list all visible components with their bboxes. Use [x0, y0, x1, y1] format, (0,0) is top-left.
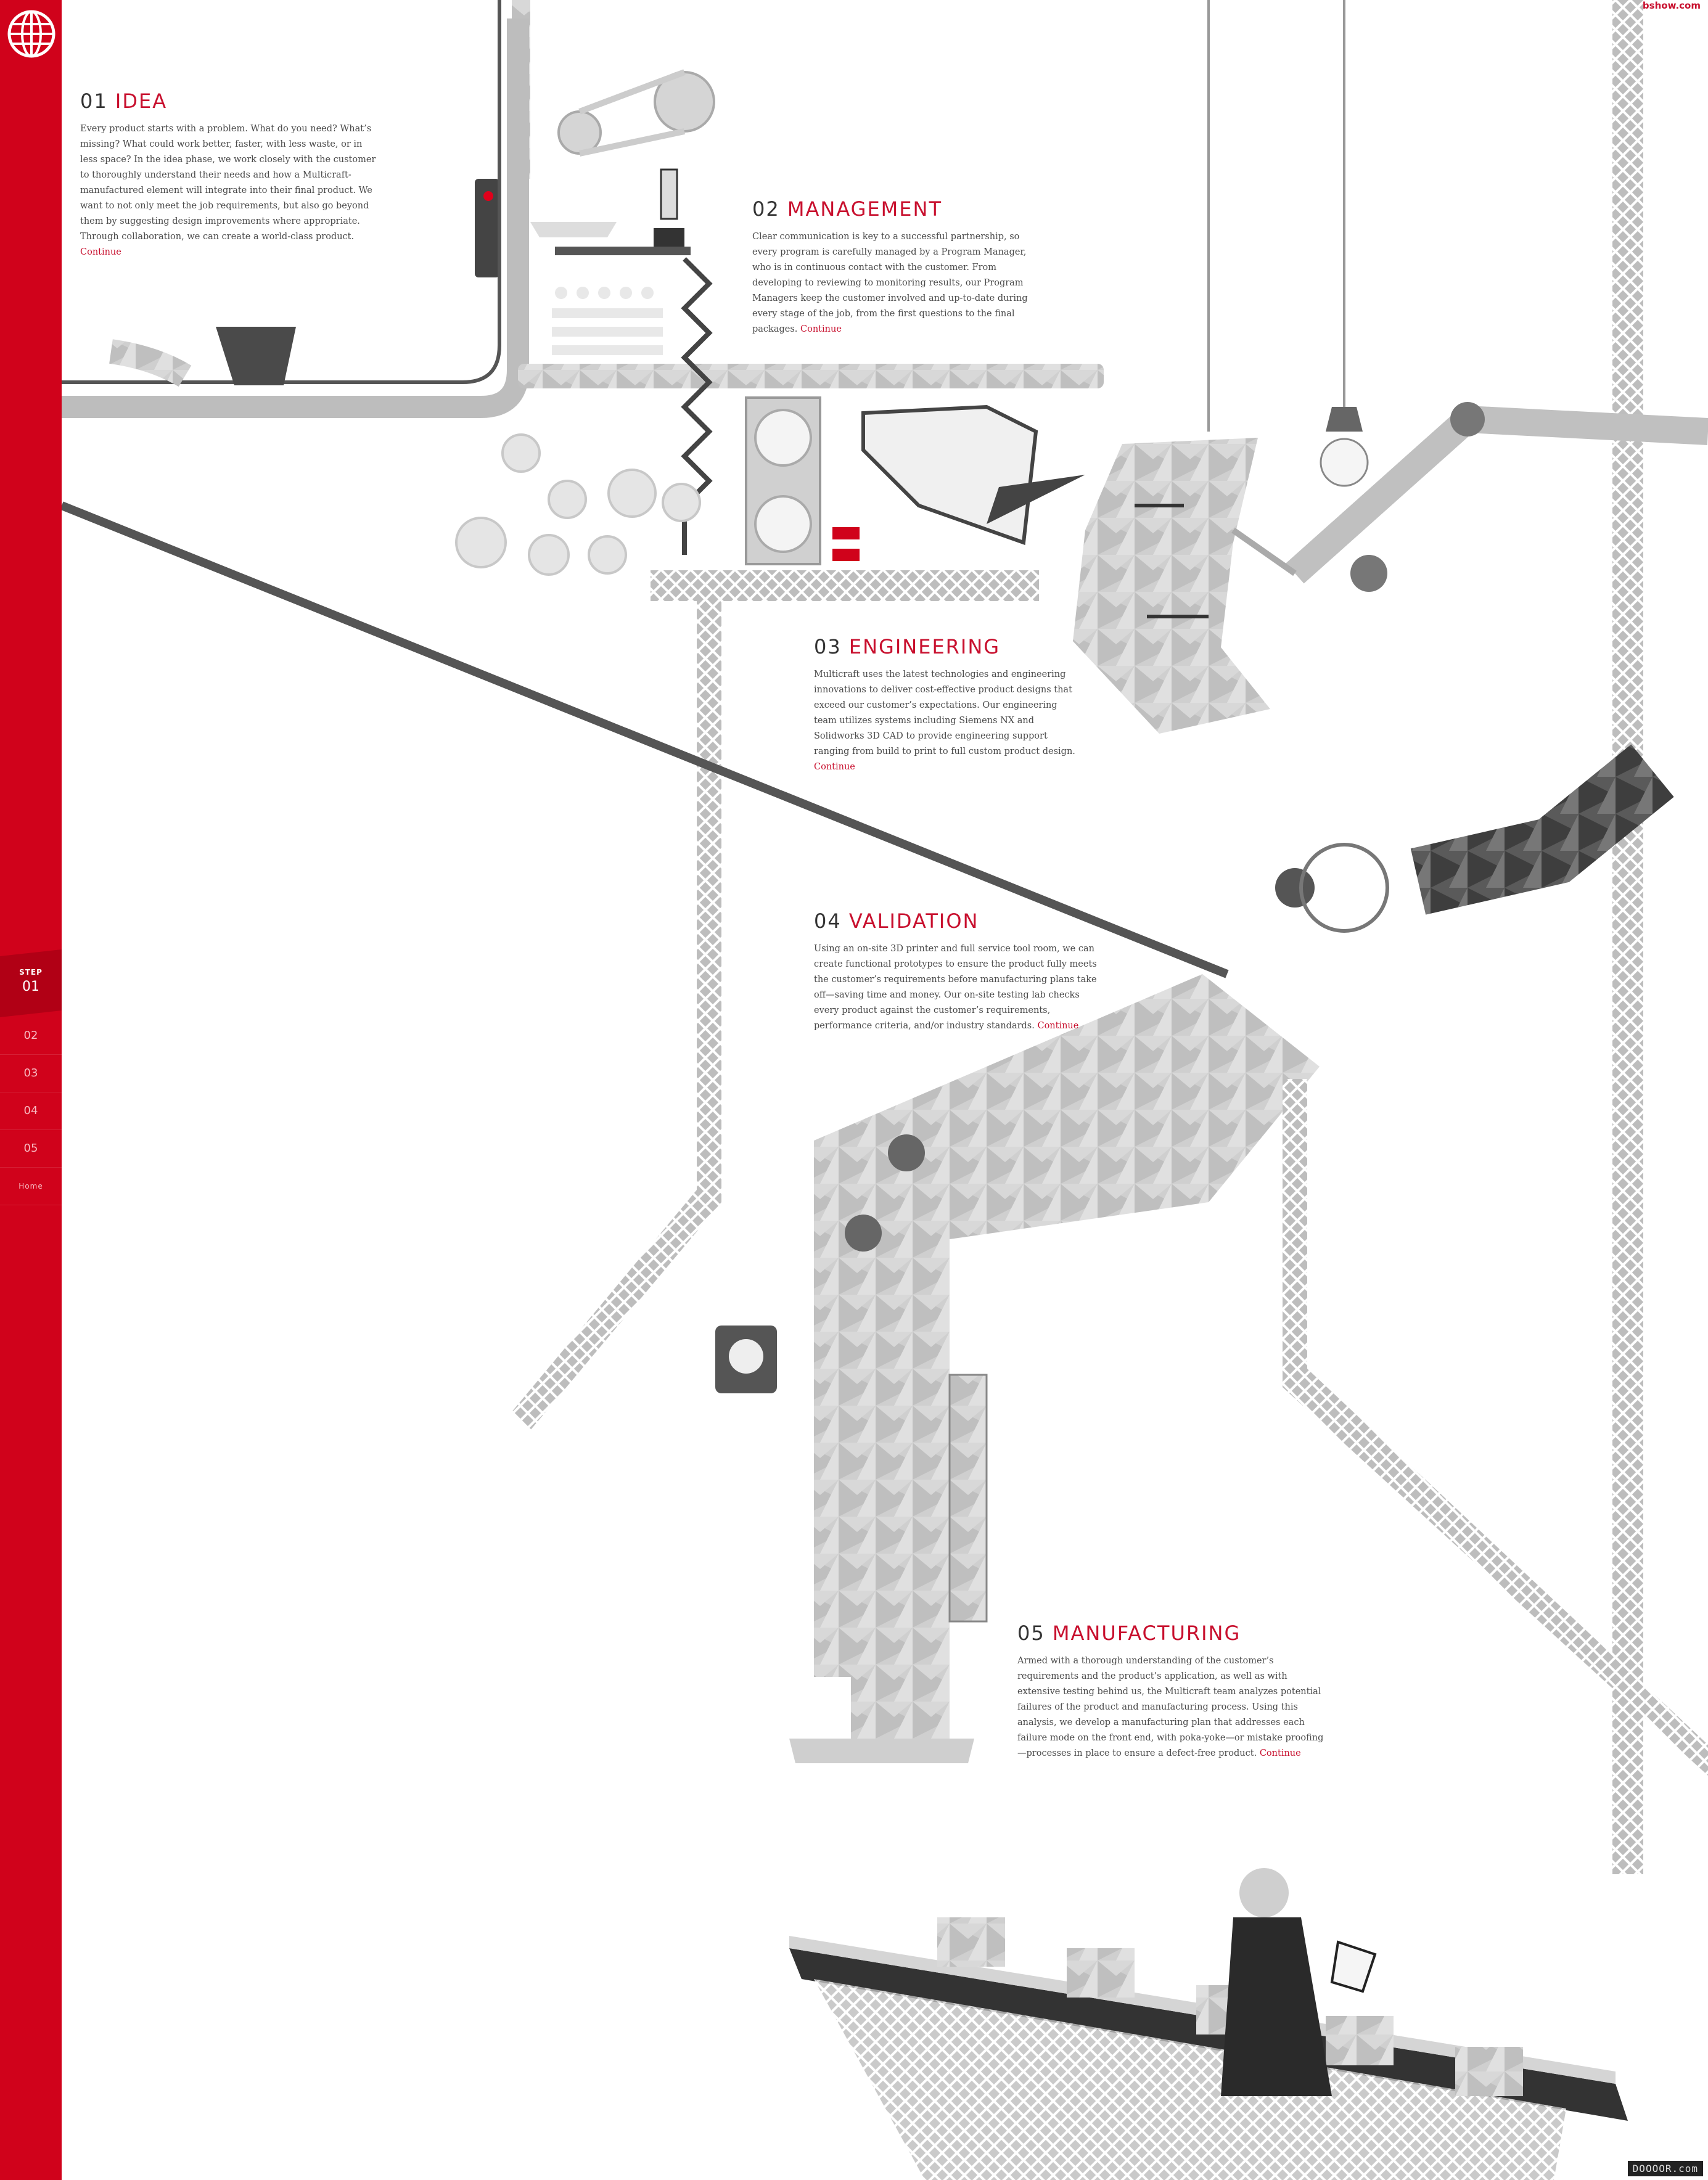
section-body: Armed with a thorough understanding of t… — [1017, 1653, 1332, 1761]
support-truss-right — [1283, 1079, 1708, 1776]
belt-pulleys — [557, 69, 715, 157]
vertical-indicator — [948, 1374, 988, 1623]
globe-icon[interactable] — [5, 7, 58, 60]
box — [1326, 2016, 1394, 2065]
section-body: Every product starts with a problem. Wha… — [80, 121, 382, 260]
robot-arm-gear — [1410, 744, 1674, 915]
step-link-02[interactable]: 02 — [0, 1017, 62, 1055]
section-number: 01 — [80, 89, 108, 113]
section-heading: 02 MANAGEMENT — [752, 197, 1030, 221]
cooling-fans — [745, 396, 860, 565]
clipboard — [1330, 1940, 1377, 1993]
section-management: 02 MANAGEMENT Clear communication is key… — [752, 197, 1030, 337]
step-link-04[interactable]: 04 — [0, 1092, 62, 1130]
section-heading: 05 MANUFACTURING — [1017, 1621, 1332, 1645]
watermark-bottom: DOOOOR.com — [1627, 2161, 1703, 2176]
section-validation: 04 VALIDATION Using an on-site 3D printe… — [814, 909, 1098, 1034]
sidebar: STEP 01 02 03 04 05 Home — [0, 0, 62, 2180]
desk-lamp — [530, 168, 691, 255]
lever-machine — [216, 327, 296, 385]
section-number: 03 — [814, 635, 842, 658]
continue-link[interactable]: Continue — [1259, 1748, 1301, 1758]
blueprint-paper — [1073, 438, 1270, 734]
section-text: Every product starts with a problem. Wha… — [80, 124, 376, 242]
section-number: 04 — [814, 909, 842, 933]
printer-arm — [814, 974, 1320, 1739]
conveyor-belt — [789, 1868, 1628, 2180]
section-text: Clear communication is key to a successf… — [752, 232, 1028, 334]
box — [937, 1917, 1005, 1967]
section-heading: 03 ENGINEERING — [814, 635, 1079, 658]
diagonal-cable — [62, 501, 1229, 978]
section-heading: 01 IDEA — [80, 89, 382, 113]
step-label: STEP — [19, 968, 43, 977]
section-title: MANAGEMENT — [787, 197, 942, 221]
section-number: 05 — [1017, 1621, 1045, 1645]
section-text: Armed with a thorough understanding of t… — [1017, 1656, 1324, 1758]
section-body: Using an on-site 3D printer and full ser… — [814, 941, 1098, 1034]
section-heading: 04 VALIDATION — [814, 909, 1098, 933]
home-link[interactable]: Home — [0, 1168, 62, 1205]
zigzag-arm — [681, 257, 713, 555]
continue-link[interactable]: Continue — [80, 247, 121, 257]
section-text: Using an on-site 3D printer and full ser… — [814, 944, 1097, 1031]
section-title: IDEA — [115, 89, 168, 113]
section-text: Multicraft uses the latest technologies … — [814, 670, 1075, 756]
section-title: VALIDATION — [848, 909, 979, 933]
light-bulb-socket — [1326, 407, 1363, 432]
pipe-system — [62, 0, 1104, 418]
step-active-indicator[interactable]: STEP 01 — [0, 949, 62, 1017]
step-link-03[interactable]: 03 — [0, 1055, 62, 1092]
box — [1455, 2047, 1523, 2096]
right-tower-truss — [1612, 0, 1643, 1874]
box — [1067, 1948, 1135, 1998]
document-sheets — [552, 287, 663, 355]
worker-head — [1239, 1868, 1289, 1917]
monitor-screen — [861, 404, 1038, 546]
control-box — [475, 179, 499, 277]
gear-icon — [888, 1134, 925, 1171]
continue-link[interactable]: Continue — [1037, 1021, 1079, 1031]
section-engineering: 03 ENGINEERING Multicraft uses the lates… — [814, 635, 1079, 775]
gear-icon — [1275, 868, 1315, 908]
continue-link[interactable]: Continue — [814, 762, 855, 772]
support-truss-left — [512, 601, 721, 1430]
step-navigation: STEP 01 02 03 04 05 Home — [0, 949, 62, 1205]
gear-icon — [845, 1215, 882, 1252]
section-body: Clear communication is key to a successf… — [752, 229, 1030, 337]
step-link-05[interactable]: 05 — [0, 1130, 62, 1168]
section-number: 02 — [752, 197, 780, 221]
light-bulb — [1320, 438, 1369, 487]
section-body: Multicraft uses the latest technologies … — [814, 667, 1079, 775]
continue-link[interactable]: Continue — [800, 324, 842, 334]
section-title: ENGINEERING — [848, 635, 1001, 658]
gear-cluster — [455, 433, 701, 576]
section-manufacturing: 05 MANUFACTURING Armed with a thorough u… — [1017, 1621, 1332, 1761]
step-number: 01 — [22, 979, 39, 994]
section-title: MANUFACTURING — [1052, 1621, 1241, 1645]
platform-truss — [651, 570, 1039, 601]
section-idea: 01 IDEA Every product starts with a prob… — [80, 89, 382, 260]
worker-body — [1221, 1917, 1332, 2096]
factory-illustration — [62, 0, 1708, 2180]
